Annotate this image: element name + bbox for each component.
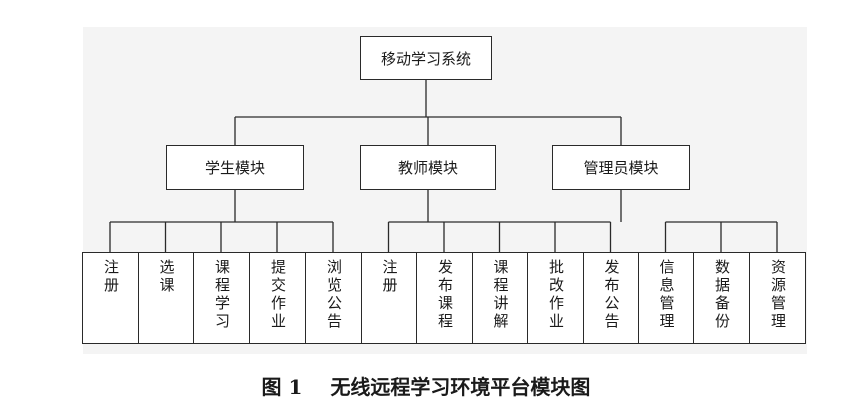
leaf-node: 提交作业 bbox=[249, 252, 306, 344]
module-node-admin: 管理员模块 bbox=[552, 145, 690, 190]
root-node-label: 移动学习系统 bbox=[380, 49, 471, 68]
leaf-node-label: 浏览公告 bbox=[325, 259, 343, 331]
leaf-node-label: 信息管理 bbox=[657, 259, 676, 331]
leaf-node: 发布公告 bbox=[583, 252, 639, 344]
leaf-node-label: 课程讲解 bbox=[491, 259, 510, 331]
leaf-node-label: 资源管理 bbox=[769, 259, 787, 331]
leaf-node-label: 课程学习 bbox=[213, 259, 231, 331]
module-node-label: 学生模块 bbox=[204, 159, 265, 177]
leaf-node: 批改作业 bbox=[527, 252, 584, 344]
figure-title: 无线远程学习环境平台模块图 bbox=[330, 375, 591, 399]
leaf-node-label: 提交作业 bbox=[269, 259, 287, 331]
leaf-node-label: 选课 bbox=[157, 259, 176, 295]
leaf-node-label: 批改作业 bbox=[547, 259, 565, 331]
module-node-teacher: 教师模块 bbox=[360, 145, 496, 190]
leaf-node-label: 注册 bbox=[380, 259, 399, 295]
leaf-node: 资源管理 bbox=[749, 252, 806, 344]
leaf-node: 选课 bbox=[138, 252, 194, 344]
module-node-label: 教师模块 bbox=[397, 159, 458, 177]
leaf-node: 数据备份 bbox=[693, 252, 750, 344]
leaf-node: 浏览公告 bbox=[305, 252, 362, 344]
module-node-student: 学生模块 bbox=[166, 145, 304, 190]
leaf-node: 课程讲解 bbox=[472, 252, 528, 344]
leaf-node: 发布课程 bbox=[416, 252, 473, 344]
module-node-label: 管理员模块 bbox=[583, 159, 659, 177]
leaf-node-label: 发布公告 bbox=[602, 259, 621, 331]
leaf-node-label: 注册 bbox=[102, 259, 120, 295]
figure-caption: 图 1 无线远程学习环境平台模块图 bbox=[0, 371, 852, 400]
leaf-node: 信息管理 bbox=[638, 252, 694, 344]
leaf-node-label: 数据备份 bbox=[713, 259, 731, 331]
leaf-node-label: 发布课程 bbox=[436, 259, 454, 331]
leaf-node: 注册 bbox=[361, 252, 417, 344]
leaf-node: 课程学习 bbox=[193, 252, 250, 344]
leaf-node: 注册 bbox=[82, 252, 139, 344]
root-node: 移动学习系统 bbox=[360, 36, 492, 80]
figure-number: 图 1 bbox=[261, 375, 303, 399]
